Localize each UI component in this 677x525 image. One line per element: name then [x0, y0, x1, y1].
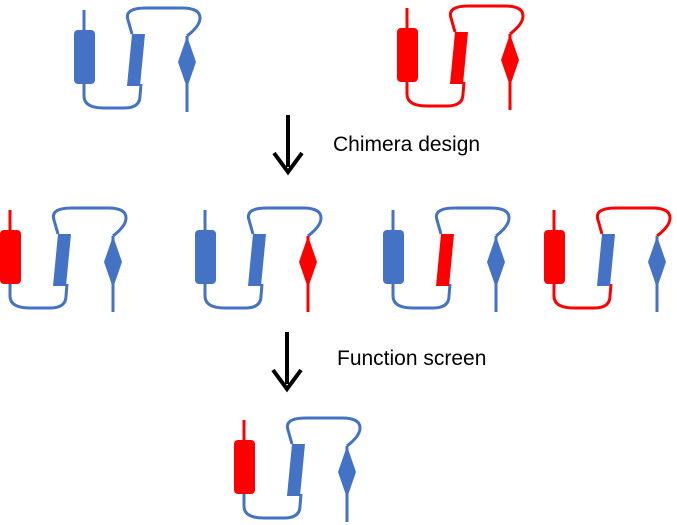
bottom-loop	[391, 282, 452, 310]
step-label-function-screen: Function screen	[337, 347, 487, 370]
diamond-shape	[648, 236, 666, 288]
top-loop	[285, 416, 362, 448]
beta-strand	[597, 234, 615, 286]
bottom-loop	[242, 492, 303, 520]
helix-cylinder	[74, 30, 95, 84]
helix-cylinder	[0, 230, 21, 284]
helix-cylinder	[544, 230, 565, 284]
parent-red	[397, 4, 525, 110]
chimera-3	[383, 206, 511, 312]
parent-proteins-row	[74, 4, 525, 112]
step-label-chimera-design: Chimera design	[333, 133, 481, 156]
beta-strand	[287, 444, 305, 496]
top-loop	[434, 206, 511, 238]
helix-cylinder	[397, 28, 418, 82]
top-loop	[448, 4, 525, 36]
chimera-4	[544, 206, 672, 312]
beta-strand	[127, 34, 145, 86]
diamond-shape	[338, 446, 356, 498]
beta-strand	[248, 234, 266, 286]
beta-strand	[450, 32, 468, 84]
bottom-loop	[405, 80, 466, 108]
beta-strand	[436, 234, 454, 286]
top-loop	[51, 206, 128, 238]
diamond-shape	[487, 236, 505, 288]
top-loop	[595, 206, 672, 238]
arrow-down-icon	[272, 115, 304, 176]
beta-strand	[53, 234, 71, 286]
selected-chimera-row	[234, 416, 362, 522]
helix-cylinder	[383, 230, 404, 284]
arrow-down-icon	[271, 332, 303, 393]
chimera-1	[0, 206, 128, 312]
chimera-variants-row	[0, 206, 672, 312]
top-loop	[246, 206, 323, 238]
diamond-shape	[178, 36, 196, 88]
selected-chimera	[234, 416, 362, 522]
parent-blue	[74, 6, 202, 112]
diamond-shape	[104, 236, 122, 288]
bottom-loop	[552, 282, 613, 310]
helix-cylinder	[234, 440, 255, 494]
top-loop	[125, 6, 202, 38]
bottom-loop	[8, 282, 69, 310]
helix-cylinder	[195, 230, 216, 284]
bottom-loop	[203, 282, 264, 310]
diamond-shape	[299, 236, 317, 288]
diamond-shape	[501, 34, 519, 86]
bottom-loop	[82, 82, 143, 110]
chimera-2	[195, 206, 323, 312]
